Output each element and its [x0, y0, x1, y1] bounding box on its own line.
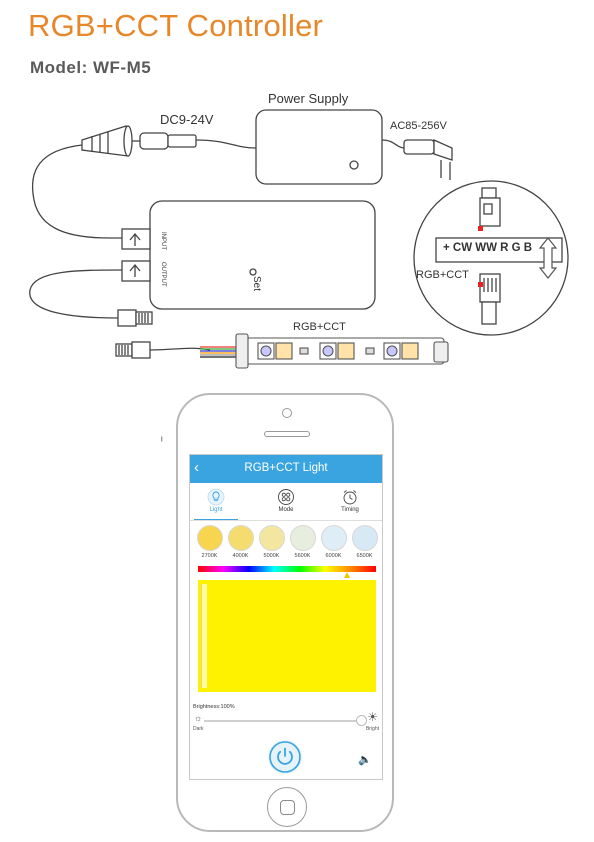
- home-button[interactable]: [267, 787, 307, 827]
- camera-dot: [282, 408, 292, 418]
- connector-label: RGB+CCT: [416, 269, 469, 281]
- power-icon: [269, 741, 301, 773]
- page-title: RGB+CCT Controller: [28, 8, 324, 43]
- preset-swatch: [320, 525, 347, 551]
- hue-slider[interactable]: [198, 566, 376, 572]
- sun-bright-icon: ☀: [367, 710, 378, 724]
- saturation-edge: [201, 584, 207, 688]
- preset-swatch: [351, 525, 378, 551]
- output-port-label: OUTPUT: [160, 262, 166, 287]
- connector-detail: [413, 180, 569, 336]
- cct-presets: 2700K 4000K 5000K 5600K 6000K 6500K: [195, 525, 381, 565]
- preset-label: 5600K: [294, 553, 311, 559]
- bright-label: Bright: [365, 726, 379, 732]
- speaker-icon[interactable]: 🔈: [358, 754, 372, 766]
- input-port-label: INPUT: [160, 232, 166, 250]
- preset-label: 6500K: [356, 553, 373, 559]
- power-button[interactable]: [268, 740, 302, 774]
- set-button-label: Set: [251, 276, 262, 292]
- sun-dim-icon: ☼: [194, 713, 203, 723]
- preset-swatch: [289, 525, 316, 551]
- earpiece: [264, 431, 310, 437]
- tab-bar: Light Mode Timing: [190, 486, 382, 520]
- brightness-label: Brightness:100%: [193, 704, 235, 710]
- tab-label: Mode: [278, 507, 294, 513]
- dash-mark: ᴵ: [161, 436, 163, 447]
- power-supply-box: [255, 109, 383, 185]
- preset-5600k[interactable]: 5600K: [288, 525, 317, 559]
- preset-label: 6000K: [325, 553, 342, 559]
- strip-label: RGB+CCT: [293, 321, 346, 333]
- tab-label: Timing: [341, 507, 359, 513]
- tab-timing[interactable]: Timing: [330, 486, 370, 520]
- preset-2700k[interactable]: 2700K: [195, 525, 224, 559]
- mode-icon: [278, 489, 294, 505]
- preset-label: 2700K: [201, 553, 218, 559]
- pinout-label: + CW WW R G B: [443, 242, 533, 254]
- preset-label: 4000K: [232, 553, 249, 559]
- preset-swatch: [196, 525, 223, 551]
- power-supply-led: [349, 160, 359, 170]
- phone: ‹ RGB+CCT Light Light Mode Timing 2700K: [176, 393, 394, 832]
- brightness-slider[interactable]: [204, 715, 367, 726]
- app-title: RGB+CCT Light: [244, 462, 328, 474]
- dc-input-label: DC9-24V: [160, 112, 214, 127]
- tab-light[interactable]: Light: [196, 486, 236, 520]
- color-picker-area[interactable]: [198, 580, 376, 692]
- power-supply-label: Power Supply: [268, 91, 349, 106]
- app-screen: ‹ RGB+CCT Light Light Mode Timing 2700K: [189, 454, 383, 780]
- home-square-icon: [280, 800, 295, 815]
- preset-6000k[interactable]: 6000K: [319, 525, 348, 559]
- tab-divider: [190, 520, 382, 521]
- ac-input-label: AC85-256V: [390, 120, 447, 132]
- app-bar: ‹ RGB+CCT Light: [190, 455, 382, 483]
- active-tab-indicator: [194, 519, 238, 520]
- preset-swatch: [258, 525, 285, 551]
- dark-label: Dark: [193, 726, 204, 732]
- led-strip: [235, 333, 449, 369]
- dc-plug: [139, 132, 169, 150]
- tab-mode[interactable]: Mode: [266, 486, 306, 520]
- preset-label: 5000K: [263, 553, 280, 559]
- alarm-clock-icon: [343, 490, 357, 505]
- dc-jack: [81, 125, 129, 157]
- tab-label: Light: [209, 507, 223, 513]
- controller-box: [149, 200, 376, 310]
- preset-5000k[interactable]: 5000K: [257, 525, 286, 559]
- bulb-icon: [207, 488, 225, 506]
- set-button: [249, 268, 257, 276]
- preset-swatch: [227, 525, 254, 551]
- model-subtitle: Model: WF-M5: [30, 58, 152, 77]
- chevron-left-icon[interactable]: ‹: [194, 459, 199, 476]
- ac-plug: [403, 139, 435, 155]
- preset-4000k[interactable]: 4000K: [226, 525, 255, 559]
- wiring-diagram: [29, 109, 569, 369]
- output-connector: [117, 309, 137, 327]
- preset-6500k[interactable]: 6500K: [350, 525, 379, 559]
- hue-marker[interactable]: [344, 572, 350, 578]
- brightness-knob[interactable]: [356, 715, 367, 726]
